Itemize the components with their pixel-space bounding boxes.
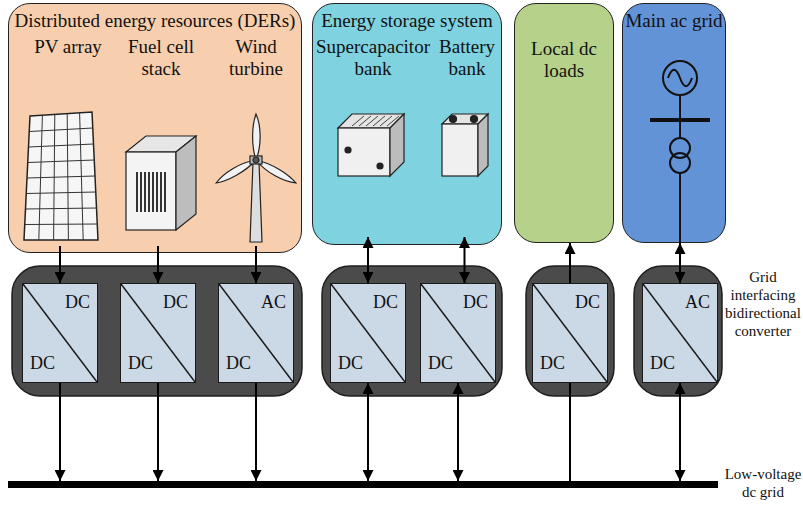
connector [255, 383, 257, 481]
fuel-cell-icon [126, 136, 196, 230]
connector [367, 237, 369, 283]
node-label: Main ac grid [623, 4, 725, 32]
converter-port-label: DC [373, 292, 398, 313]
node-label: Fuel cell stack [119, 32, 203, 80]
battery-icon [442, 114, 488, 176]
load-box: Local dc loads [514, 3, 614, 243]
converter-port-label: DC [428, 353, 453, 374]
node-label: Supercapacitor bank [315, 32, 431, 80]
converter-port-label: DC [338, 353, 363, 374]
dc-bus: Low-voltage dc grid [8, 481, 718, 488]
converter-port-label: AC [261, 292, 286, 313]
connector [679, 243, 681, 283]
node-label: PV array [19, 32, 117, 58]
converter-box: DC DC [120, 283, 196, 383]
connector [464, 237, 466, 283]
converter-port-label: DC [463, 292, 488, 313]
connector [59, 246, 61, 283]
converter-port-label: DC [128, 353, 153, 374]
converter-band [12, 266, 302, 396]
side-label: Grid interfacing bidirectional converter [724, 268, 802, 340]
converter-port-label: DC [540, 353, 565, 374]
supercapacitor-icon [338, 114, 404, 176]
converter-port-label: DC [226, 353, 251, 374]
converter-band [322, 266, 502, 396]
connector [457, 383, 459, 481]
node-label: Energy storage system [313, 4, 501, 32]
converter-port-label: DC [575, 292, 600, 313]
converter-band [526, 266, 614, 396]
converter-box: AC DC [218, 283, 294, 383]
connector [157, 246, 159, 283]
converter-box: DC DC [532, 283, 608, 383]
pv-panel [24, 112, 98, 240]
connector [569, 383, 571, 481]
grid-box: Main ac grid [622, 3, 726, 243]
ac-grid-symbol [650, 61, 710, 243]
connector [157, 383, 159, 481]
converter-box: DC DC [420, 283, 496, 383]
converter-port-label: DC [30, 353, 55, 374]
converter-box: DC DC [330, 283, 406, 383]
converter-port-label: DC [65, 292, 90, 313]
converter-box: AC DC [642, 283, 718, 383]
connector [569, 243, 571, 283]
wind-turbine-icon [214, 114, 297, 242]
node-label: Local dc loads [530, 4, 598, 82]
connector [59, 383, 61, 481]
converter-port-label: DC [163, 292, 188, 313]
node-label: Wind turbine [215, 32, 297, 80]
converter-band [634, 266, 722, 396]
converter-box: DC DC [22, 283, 98, 383]
connector [679, 383, 681, 481]
connector [367, 383, 369, 481]
bus-label: Low-voltage dc grid [724, 465, 802, 501]
connector [255, 246, 257, 283]
converter-port-label: DC [650, 353, 675, 374]
node-label: Battery bank [433, 32, 501, 80]
converter-port-label: AC [685, 292, 710, 313]
node-label: Distributed energy resources (DERs) [9, 4, 301, 32]
